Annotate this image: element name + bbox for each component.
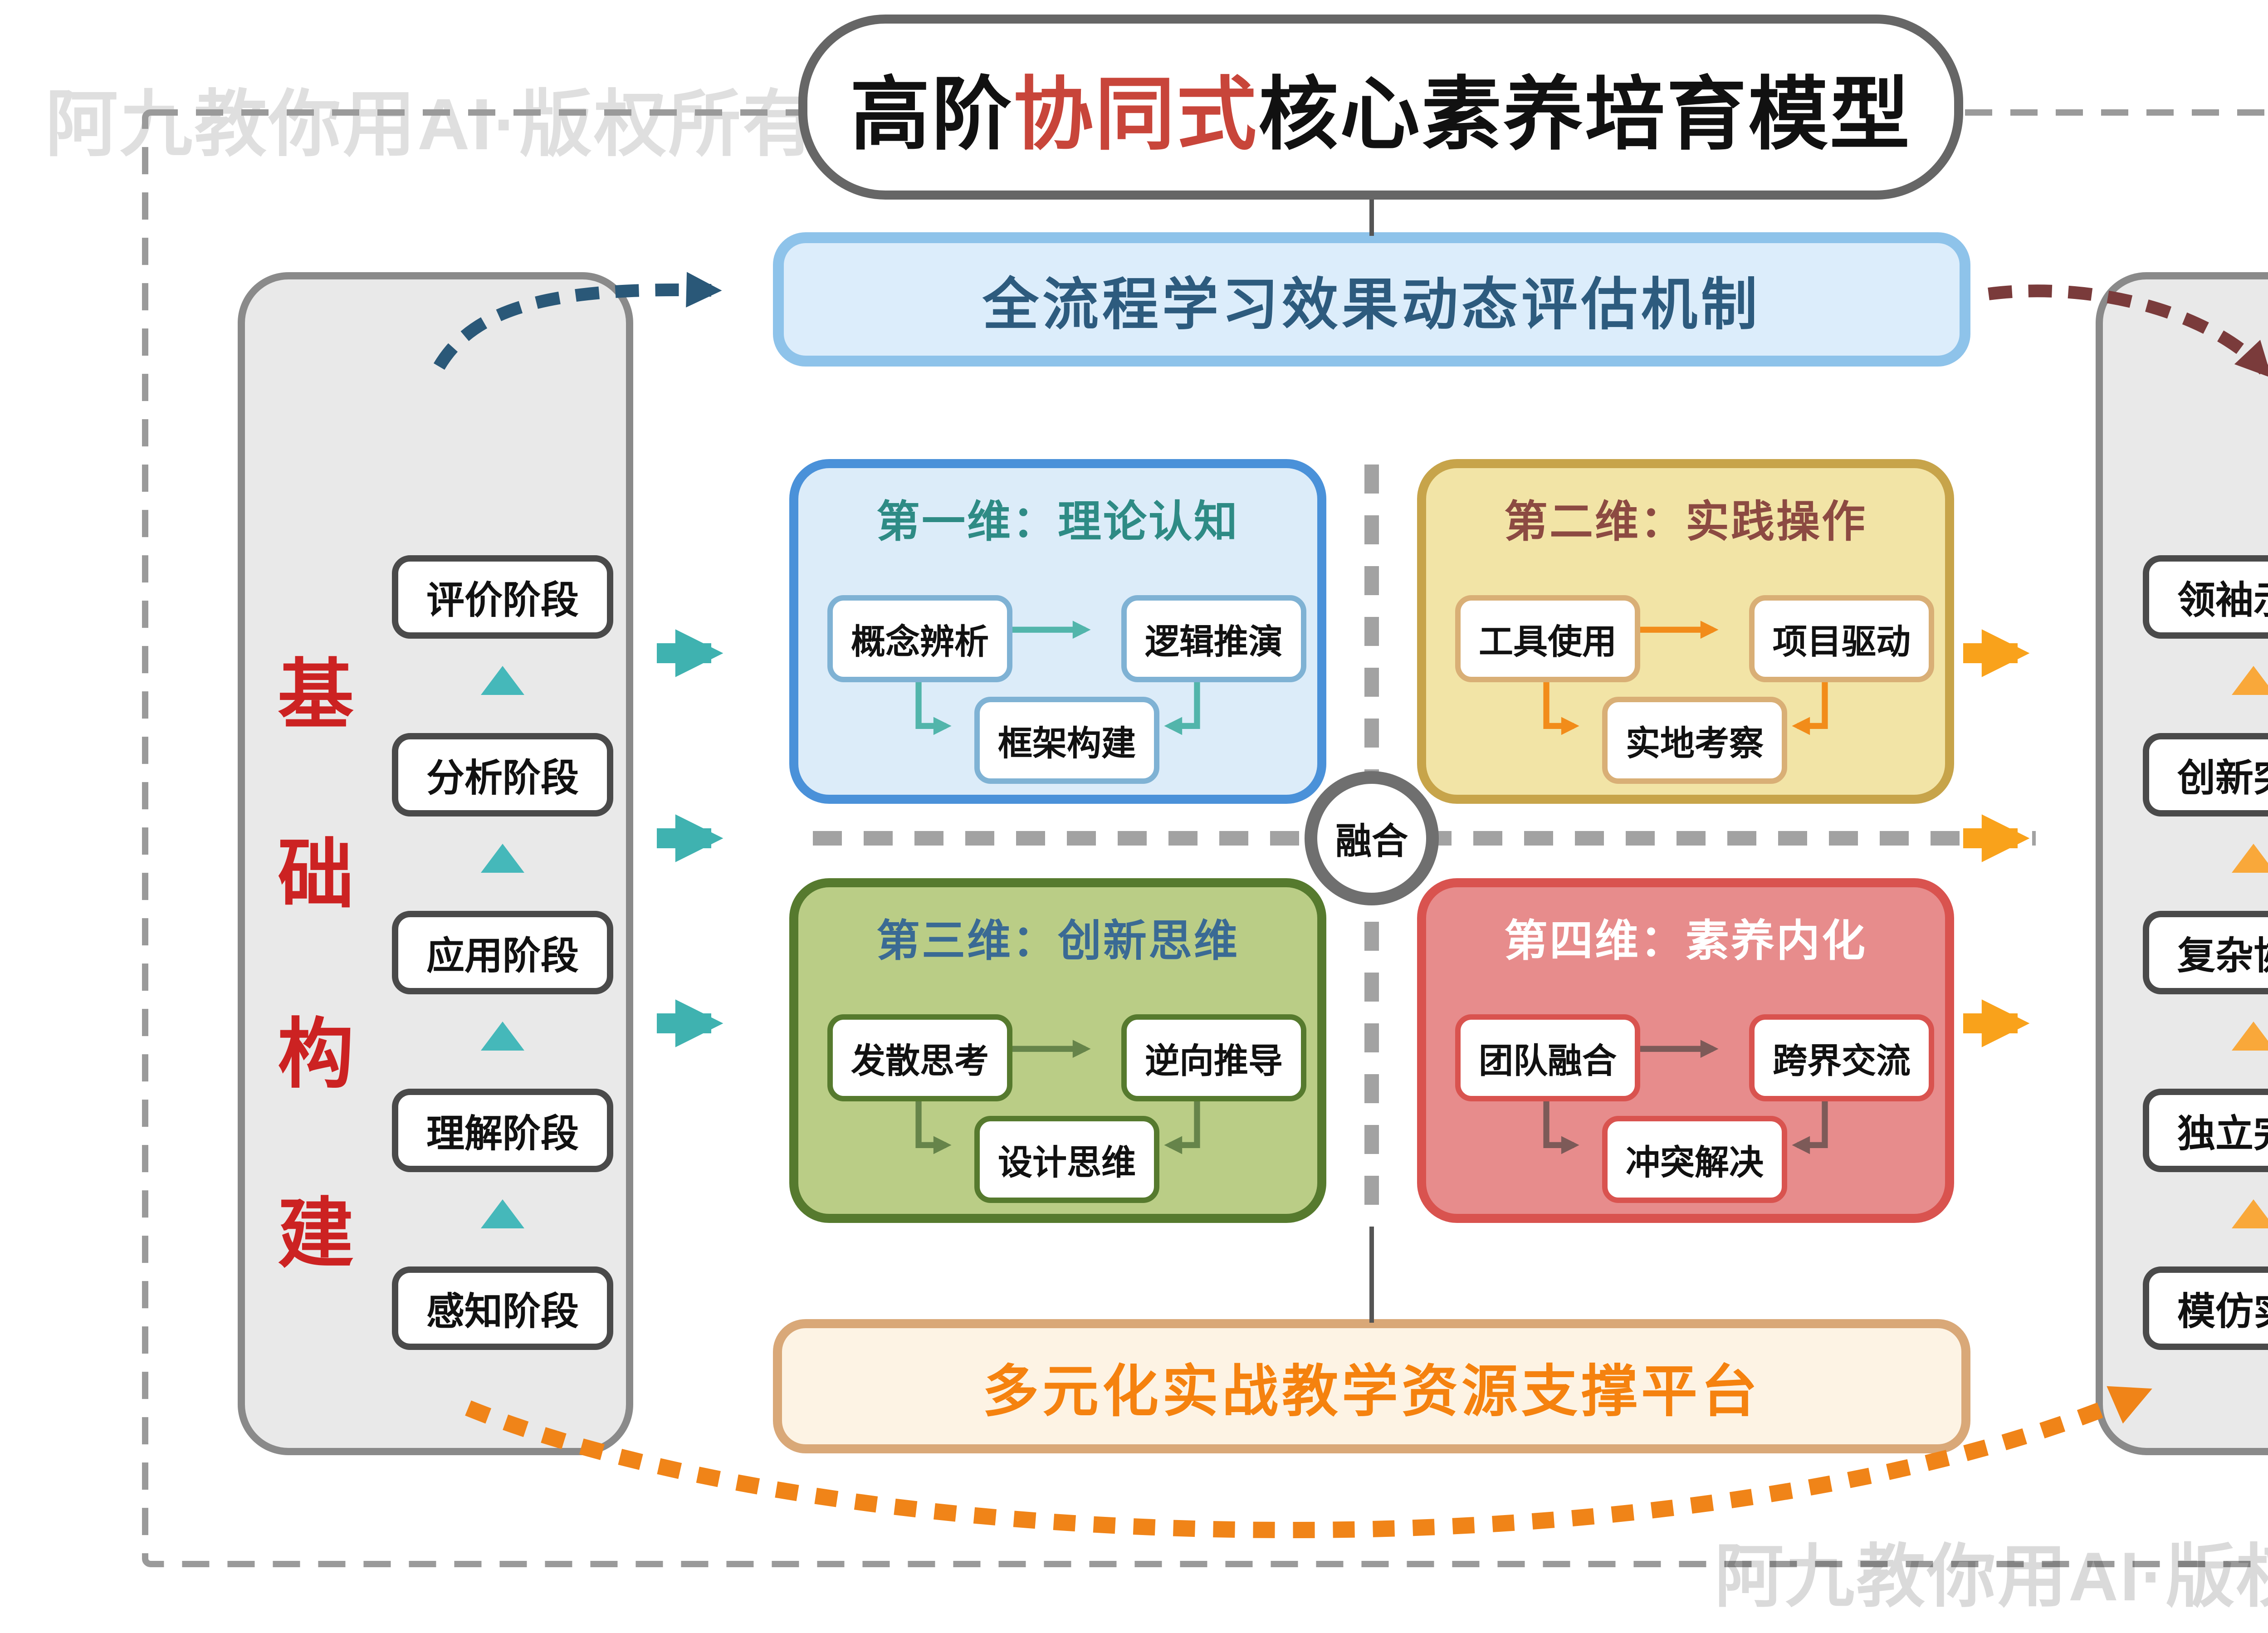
right-stage-box-5: 领袖示范 [2143, 555, 2268, 639]
right-stage-box-3: 复杂协同 [2143, 911, 2268, 994]
right-stage-box-4: 创新突破 [2143, 733, 2268, 816]
resource-bar-label: 多元化实战教学资源支撑平台 [982, 1360, 1761, 1423]
left-stage-box-2: 理解阶段 [392, 1089, 613, 1172]
up-triangle-icon [2232, 1022, 2268, 1051]
up-triangle-icon [481, 1022, 524, 1051]
left-stage-box-5: 评价阶段 [392, 555, 613, 639]
page-title: 高阶协同式核心素养培育模型 [798, 15, 1963, 200]
right-panel-ability: 能 力 跃 升 领袖示范 创新突破 复杂协同 独立完成 模仿实操 [2096, 272, 2268, 1455]
quadrant-3-item: 设计思维 [974, 1116, 1159, 1203]
quadrant-2-item: 项目驱动 [1749, 595, 1934, 682]
quadrant-2-item: 实地考察 [1602, 697, 1787, 784]
left-panel-foundation: 基 础 构 建 评价阶段 分析阶段 应用阶段 理解阶段 感知阶段 [238, 272, 633, 1455]
fusion-label: 融合 [1335, 821, 1408, 861]
left-stage-box-4: 分析阶段 [392, 733, 613, 816]
left-panel-label-char: 础 [278, 832, 354, 917]
left-panel-label-char: 建 [278, 1191, 354, 1276]
right-stage-box-1: 模仿实操 [2143, 1266, 2268, 1350]
fusion-circle: 融合 [1305, 771, 1439, 905]
title-highlight: 协同式 [1013, 70, 1258, 159]
up-triangle-icon [2232, 844, 2268, 873]
left-stage-box-3: 应用阶段 [392, 911, 613, 994]
quadrant-1-item: 概念辨析 [827, 595, 1012, 682]
quadrant-1-theory: 第一维：理论认知 概念辨析 逻辑推演 框架构建 [789, 459, 1326, 804]
quadrant-3-innovation: 第三维：创新思维 发散思考 逆向推导 设计思维 [789, 878, 1326, 1223]
right-stage-box-2: 独立完成 [2143, 1089, 2268, 1172]
up-triangle-icon [2232, 666, 2268, 695]
up-triangle-icon [2232, 1199, 2268, 1228]
quadrant-4-item: 团队融合 [1455, 1014, 1640, 1101]
evaluation-bar: 全流程学习效果动态评估机制 [773, 232, 1970, 367]
quadrant-3-item: 发散思考 [827, 1014, 1012, 1101]
title-part1: 高阶 [850, 70, 1013, 159]
quadrant-2-practice: 第二维：实践操作 工具使用 项目驱动 实地考察 [1417, 459, 1954, 804]
quadrant-4-item: 跨界交流 [1749, 1014, 1934, 1101]
quadrant-2-item: 工具使用 [1455, 595, 1640, 682]
left-stage-box-1: 感知阶段 [392, 1266, 613, 1350]
up-triangle-icon [481, 844, 524, 873]
up-triangle-icon [481, 1199, 524, 1228]
quadrant-4-internalization: 第四维：素养内化 团队融合 跨界交流 冲突解决 [1417, 878, 1954, 1223]
evaluation-bar-label: 全流程学习效果动态评估机制 [982, 274, 1761, 336]
resource-bar: 多元化实战教学资源支撑平台 [773, 1319, 1970, 1453]
quadrant-1-item: 框架构建 [974, 697, 1159, 784]
up-triangle-icon [481, 666, 524, 695]
left-panel-label-char: 基 [278, 652, 354, 738]
quadrant-1-item: 逻辑推演 [1121, 595, 1306, 682]
quadrant-4-item: 冲突解决 [1602, 1116, 1787, 1203]
title-part2: 核心素养培育模型 [1258, 70, 1912, 159]
quadrant-3-item: 逆向推导 [1121, 1014, 1306, 1101]
watermark-bottom: 阿九教你用AI·版权所有·盗用必究 [1715, 1538, 2268, 1615]
left-panel-label-char: 构 [278, 1012, 354, 1097]
